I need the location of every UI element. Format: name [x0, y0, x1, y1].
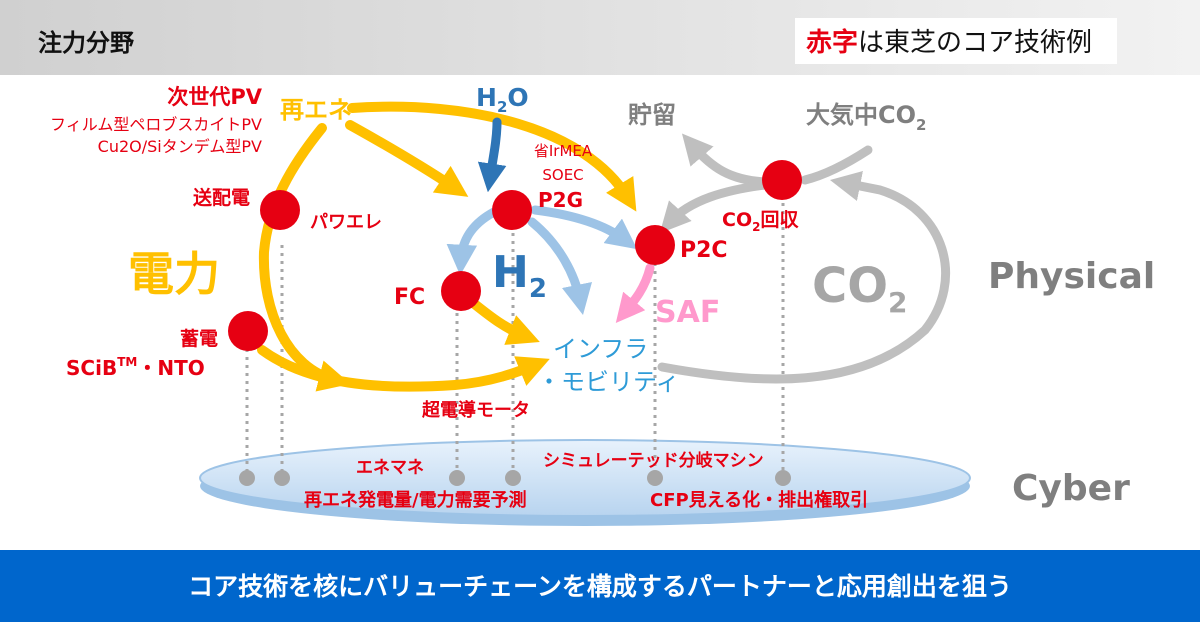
node-p2g	[492, 190, 532, 230]
footer-banner	[0, 550, 1200, 622]
atmos-co2-label: 大気中CO2	[806, 101, 926, 134]
cfp-label: CFP見える化・排出権取引	[650, 489, 868, 511]
scib-main: SCiB	[66, 356, 117, 380]
simulation-label: シミュレーテッド分岐マシン	[543, 450, 764, 471]
water-sub: 2	[497, 98, 507, 116]
disc-dot-6	[775, 470, 791, 486]
co2-flows	[657, 133, 951, 384]
co2-capture-tail: 回収	[760, 209, 799, 231]
power-electronics-label: パワエレ	[310, 212, 382, 233]
dotted-links	[245, 195, 785, 478]
transmission-label: 送配電	[193, 186, 250, 209]
disc-dot-5	[647, 470, 663, 486]
node-co2-capture	[762, 160, 802, 200]
h2-sub: 2	[529, 274, 547, 304]
fc-label: FC	[394, 285, 425, 310]
irmea-label: 省IrMEA	[534, 142, 593, 160]
gray-arrow-from-atmos	[800, 145, 873, 185]
node-p2c	[635, 225, 675, 265]
solar-sub-2: Cu2O/Siタンデム型PV	[98, 137, 262, 156]
h2-label: H2	[492, 247, 547, 304]
gray-loop-arrow	[657, 170, 951, 384]
atmos-main: 大気中CO	[806, 101, 916, 129]
co2-big-main: CO	[812, 258, 888, 314]
solar-sub-1: フィルム型ペロブスカイトPV	[50, 115, 262, 134]
battery-label: 蓄電	[180, 327, 218, 350]
physical-label: Physical	[988, 256, 1155, 297]
blue-water-to-p2g	[477, 117, 507, 193]
co2-big-label: CO2	[812, 258, 908, 319]
legend-red-text: 赤字	[806, 27, 858, 58]
legend-rest-text: は東芝のコア技術例	[858, 28, 1092, 58]
enemane-label: エネマネ	[356, 458, 424, 478]
renewable-label: 再エネ	[280, 96, 352, 124]
lightblue-p2g-to-infra	[527, 217, 592, 316]
water-label: H2O	[476, 83, 529, 116]
p2g-label: P2G	[538, 188, 583, 212]
power-flows	[257, 101, 637, 392]
disc-dots	[239, 470, 791, 486]
scib-tail: ・NTO	[137, 356, 204, 380]
co2-capture-main: CO	[722, 209, 752, 231]
electric-power-label: 電力	[128, 247, 220, 301]
scib-sup: TM	[117, 355, 137, 369]
disc-dot-1	[239, 470, 255, 486]
solar-title: 次世代PV	[167, 85, 262, 109]
co2-big-sub: 2	[888, 286, 907, 319]
footer-slogan: コア技術を核にバリューチェーンを構成するパートナーと応用創出を狙う	[188, 572, 1012, 601]
infra-label-1: インフラ	[553, 335, 648, 363]
legend-note: 赤字は東芝のコア技術例	[806, 27, 1092, 58]
gray-arrow-to-storage	[681, 133, 770, 187]
water-main: H	[476, 83, 497, 112]
p2c-label: P2C	[680, 238, 728, 263]
lightblue-p2g-to-fc	[446, 207, 499, 276]
infra-label-2: ・モビリティ	[537, 368, 680, 396]
gray-arrow-to-p2c	[659, 180, 770, 234]
yellow-battery-to-infra	[257, 345, 550, 392]
hydrogen-flows	[446, 117, 638, 316]
yellow-fc-to-infra	[467, 297, 540, 345]
superconducting-label: 超電導モータ	[422, 399, 530, 421]
co2-capture-sub: 2	[752, 220, 760, 234]
header-title: 注力分野	[38, 29, 134, 57]
node-fc	[441, 271, 481, 311]
disc-dot-2	[274, 470, 290, 486]
cyber-label: Cyber	[1012, 468, 1130, 509]
yellow-renewable-to-p2c	[347, 101, 637, 212]
atmos-sub: 2	[916, 116, 926, 134]
disc-dot-3	[449, 470, 465, 486]
h2-main: H	[492, 247, 529, 298]
yellow-renewable-to-grid	[258, 123, 351, 392]
node-battery	[228, 311, 268, 351]
forecast-label: 再エネ発電量/電力需要予測	[304, 489, 527, 511]
co2-capture-label: CO2回収	[722, 209, 799, 234]
disc-dot-4	[505, 470, 521, 486]
scib-label: SCiBTM・NTO	[66, 355, 205, 380]
saf-label: SAF	[655, 295, 720, 330]
legend-box	[795, 18, 1117, 64]
pink-p2c-to-infra	[615, 263, 655, 324]
core-tech-nodes	[228, 160, 802, 351]
lightblue-p2g-to-p2c	[530, 205, 638, 250]
yellow-renewable-to-p2g	[345, 120, 469, 197]
storage-label: 貯留	[628, 101, 676, 129]
soec-label: SOEC	[542, 166, 583, 184]
water-tail: O	[507, 83, 528, 112]
cyber-disc	[199, 439, 971, 517]
node-transmission	[260, 190, 300, 230]
